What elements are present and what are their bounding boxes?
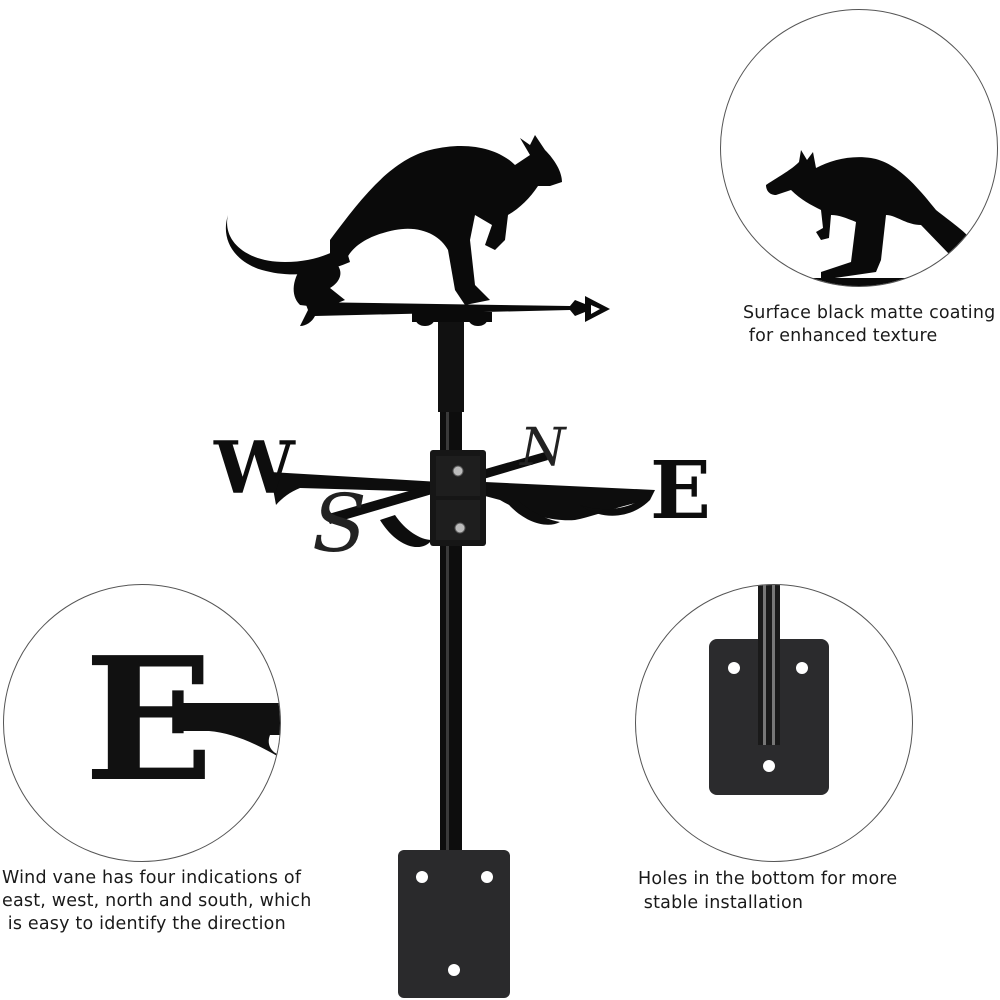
detail-circle-directions: E [3, 584, 281, 862]
arm-detail [179, 703, 280, 758]
caption-holes-line1: Holes in the bottom for more [638, 869, 898, 889]
mounting-hole [416, 871, 428, 883]
bolt [454, 522, 466, 534]
detail-circle-holes [635, 584, 913, 862]
mounting-plate [398, 850, 510, 998]
detail-circle-coating [720, 9, 998, 287]
kangaroo-icon [225, 135, 610, 326]
pole-cap [438, 322, 464, 412]
caption-directions-line1: Wind vane has four indications of [2, 868, 302, 888]
bolt [452, 465, 464, 477]
caption-coating-line1: Surface black matte coating [743, 303, 996, 323]
compass-letter-south: S [312, 477, 367, 570]
compass-letter-north: N [520, 418, 566, 478]
mounting-hole [481, 871, 493, 883]
compass-letter-east: E [650, 443, 711, 537]
caption-holes-line2: stable installation [638, 893, 804, 913]
caption-directions-line3: is easy to identify the direction [2, 914, 286, 934]
mounting-hole [448, 964, 460, 976]
caption-directions-line2: east, west, north and south, which [2, 891, 312, 911]
mounting-plate-icon [709, 585, 829, 795]
caption-coating-line2: for enhanced texture [743, 326, 938, 346]
kangaroo-silhouette-icon [766, 150, 971, 286]
compass-letter-west: W [214, 425, 295, 510]
